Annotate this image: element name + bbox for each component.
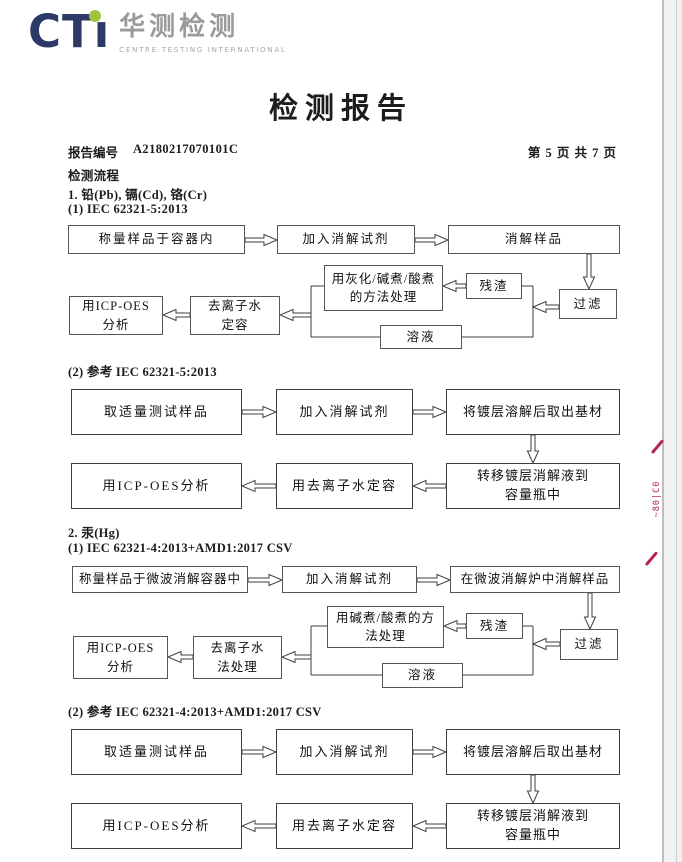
flow2-step-deionized-water-volume: 用去离子水定容 — [276, 463, 413, 509]
flow3-step-microwave-digest-sample: 在微波消解炉中消解样品 — [450, 566, 620, 593]
flow4-step-icp-oes-analysis: 用ICP-OES分析 — [71, 803, 242, 849]
logo-english-name: CENTRE TESTING INTERNATIONAL — [119, 44, 287, 54]
section-2-title: 2. 汞(Hg) — [68, 526, 120, 540]
flow4-step-add-digestion-reagent: 加入消解试剂 — [276, 729, 413, 775]
flow2-step-dissolve-coating: 将镀层溶解后取出基材 — [446, 389, 620, 435]
flow3-step-weigh-sample-microwave: 称量样品于微波消解容器中 — [72, 566, 248, 593]
stamp-mark-top — [650, 439, 664, 454]
report-number-label: 报告编号 — [68, 146, 119, 160]
flow2-step-icp-oes-analysis: 用ICP-OES分析 — [71, 463, 242, 509]
flow2-step-take-test-sample: 取适量测试样品 — [71, 389, 242, 435]
flow1-step-solution: 溶液 — [380, 325, 462, 349]
flow3-step-alkali-acid-treatment: 用碱煮/酸煮的方 法处理 — [327, 606, 444, 648]
side-stamp-text: ~80|C0 — [652, 480, 662, 518]
cti-logo: CTı 华测检测 CENTRE TESTING INTERNATIONAL — [28, 7, 286, 57]
report-title: 检测报告 — [268, 93, 413, 125]
report-number: A2180217070101C — [133, 142, 239, 156]
flow3-step-add-digestion-reagent: 加入消解试剂 — [282, 566, 417, 593]
stamp-mark-bottom — [644, 551, 658, 566]
flow2-step-transfer-digestion-liquid: 转移镀层消解液到 容量瓶中 — [446, 463, 620, 509]
flow1-step-digest-sample: 消解样品 — [448, 225, 620, 254]
scan-edge-line-2 — [676, 0, 677, 862]
flow3-step-residue: 残渣 — [466, 613, 523, 639]
page-indicator: 第 5 页 共 7 页 — [527, 146, 617, 160]
flow4-step-dissolve-coating: 将镀层溶解后取出基材 — [446, 729, 620, 775]
flow2-step-add-digestion-reagent: 加入消解试剂 — [276, 389, 413, 435]
method-2-1: (1) IEC 62321-4:2013+AMD1:2017 CSV — [68, 541, 293, 555]
flow4-step-deionized-water-volume: 用去离子水定容 — [276, 803, 413, 849]
flow3-step-icp-oes-analysis: 用ICP-OES 分析 — [73, 636, 168, 679]
method-1-2: (2) 参考 IEC 62321-5:2013 — [68, 365, 217, 379]
logo-name-block: 华测检测 CENTRE TESTING INTERNATIONAL — [119, 7, 286, 54]
flow3-step-filter: 过滤 — [560, 629, 618, 660]
flow1-step-deionized-water-volume: 去离子水 定容 — [190, 296, 280, 335]
scan-edge-strip — [664, 0, 682, 862]
logo-green-dot — [89, 10, 101, 22]
logo-chinese-name: 华测检测 — [119, 12, 240, 42]
flow1-step-add-digestion-reagent: 加入消解试剂 — [277, 225, 415, 254]
flow1-step-ash-alkali-acid-treatment: 用灰化/碱煮/酸煮 的方法处理 — [324, 265, 443, 311]
flow1-step-icp-oes-analysis: 用ICP-OES 分析 — [69, 296, 163, 335]
flow3-step-solution: 溶液 — [382, 663, 463, 688]
section-1-title: 1. 铅(Pb), 镉(Cd), 铬(Cr) — [68, 188, 208, 202]
side-stamp: ~80|C0 — [644, 438, 670, 570]
flow1-step-residue: 残渣 — [466, 273, 522, 299]
method-1-1: (1) IEC 62321-5:2013 — [68, 202, 188, 216]
section-flow-title: 检测流程 — [68, 169, 120, 183]
flow1-step-filter: 过滤 — [559, 289, 617, 319]
method-2-2: (2) 参考 IEC 62321-4:2013+AMD1:2017 CSV — [68, 705, 322, 719]
logo-ct-letters: CT — [28, 5, 94, 58]
flow1-step-weigh-sample: 称量样品于容器内 — [68, 225, 245, 254]
scan-edge-line — [662, 0, 664, 862]
flow3-step-deionized-water-treatment: 去离子水 法处理 — [193, 636, 282, 679]
logo-cti-text: CTı — [28, 7, 110, 57]
flow4-step-take-test-sample: 取适量测试样品 — [71, 729, 242, 775]
flow4-step-transfer-digestion-liquid: 转移镀层消解液到 容量瓶中 — [446, 803, 620, 849]
